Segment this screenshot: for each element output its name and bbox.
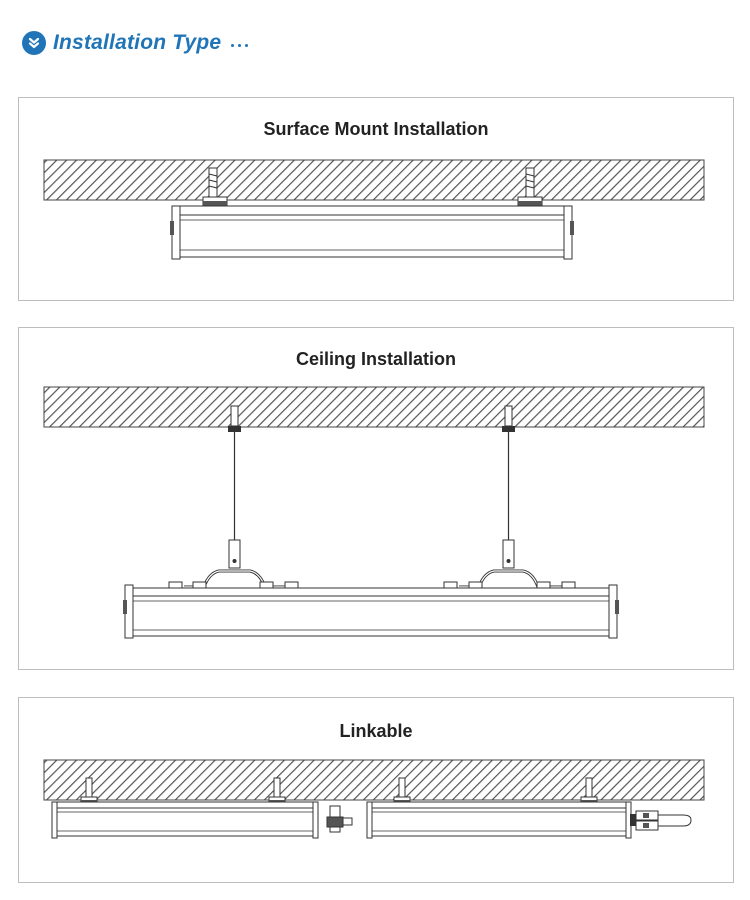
link-connector xyxy=(326,805,353,833)
surface-mount-panel: Surface Mount Installation xyxy=(18,97,734,301)
section-title: Installation Type xyxy=(53,31,222,54)
suspension-left xyxy=(184,405,289,589)
section-header: Installation Type xyxy=(22,28,249,58)
linkable-diagram xyxy=(43,759,705,839)
ceiling-panel: Ceiling Installation xyxy=(18,327,734,670)
panel-title: Surface Mount Installation xyxy=(263,119,489,139)
light-fixture xyxy=(123,584,619,639)
light-fixture xyxy=(170,205,574,260)
ceiling-diagram xyxy=(43,386,705,639)
clips xyxy=(168,581,576,592)
linkable-panel: Linkable xyxy=(18,697,734,883)
light-fixture-2 xyxy=(366,777,632,839)
ceiling-hatch xyxy=(43,759,705,801)
surface-mount-diagram xyxy=(43,159,705,260)
suspension-right xyxy=(459,405,564,589)
end-plug-cable xyxy=(630,810,692,831)
ceiling-hatch xyxy=(43,159,705,201)
panel-title: Ceiling Installation xyxy=(295,349,456,369)
panel-title: Linkable xyxy=(339,721,413,741)
light-fixture-1 xyxy=(51,777,319,839)
ceiling-hatch xyxy=(43,386,705,428)
dots-decoration xyxy=(231,40,249,47)
chevron-down-circle-icon xyxy=(22,31,46,55)
